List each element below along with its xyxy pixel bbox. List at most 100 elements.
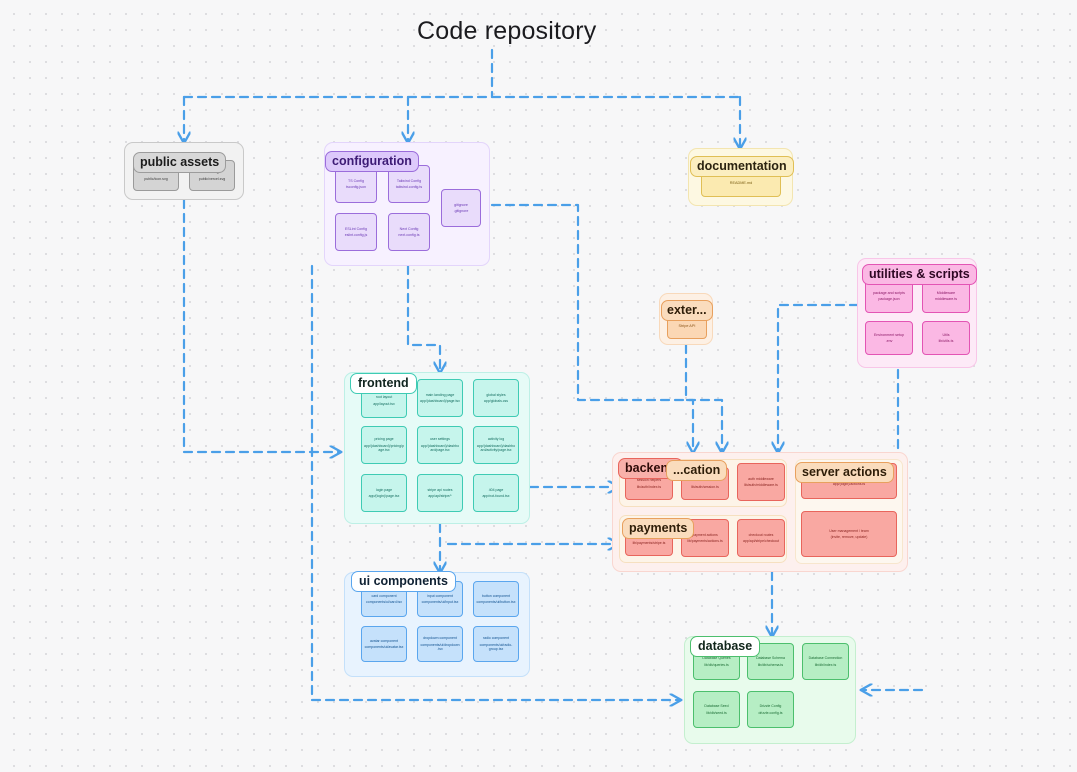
node-login-page[interactable]: login page app/(login)/page.tsx	[361, 474, 407, 512]
group-label-server-actions[interactable]: server actions	[795, 462, 894, 483]
group-label-database[interactable]: database	[690, 636, 761, 657]
node-next-config[interactable]: Next Config next.config.ts	[388, 213, 430, 251]
node-title: Database Connection	[808, 656, 843, 661]
group-label-external[interactable]: exter...	[661, 300, 713, 321]
group-frontend[interactable]: root layout app/layout.tsx main landing …	[344, 372, 530, 524]
node-path: app/globals.css	[483, 399, 509, 403]
node-auth-middleware[interactable]: auth middleware lib/auth/middleware.ts	[737, 463, 785, 501]
node-path: components/ui/card.tsx	[366, 600, 402, 604]
node-title: ESLint Config	[345, 226, 367, 231]
node-path: app/layout.tsx	[373, 401, 395, 406]
node-activity-log[interactable]: activity log app/(dashboard)/dashboard/a…	[473, 426, 519, 464]
node-env[interactable]: Environment setup .env	[865, 321, 913, 355]
node-title: gitignore	[454, 202, 468, 207]
node-path: next.config.ts	[398, 233, 420, 237]
node-title: 404 page	[488, 487, 504, 492]
page-title: Code repository	[417, 17, 597, 45]
node-title: payment actions	[692, 532, 718, 537]
node-title: session helpers	[636, 478, 662, 483]
node-avatar-component[interactable]: avatar component components/ui/avatar.ts…	[361, 626, 407, 662]
node-title: TS Config	[348, 178, 364, 183]
group-label-payments[interactable]: payments	[622, 518, 695, 539]
node-gitignore[interactable]: gitignore .gitignore	[441, 189, 481, 227]
node-path: lib/db/schema.ts	[757, 662, 784, 667]
node-path: drizzle.config.ts	[758, 710, 783, 715]
node-user-settings[interactable]: user settings app/(dashboard)/dashboard/…	[417, 426, 463, 464]
node-title: Environment setup	[874, 332, 904, 337]
node-middleware[interactable]: Middleware middleware.ts	[922, 279, 970, 313]
node-button-component[interactable]: button component components/ui/button.ts…	[473, 581, 519, 617]
node-package-json[interactable]: package and scripts package.json	[865, 279, 913, 313]
node-global-styles[interactable]: global styles app/globals.css	[473, 379, 519, 417]
node-db-seed[interactable]: Database Seed lib/db/seed.ts	[693, 691, 740, 728]
node-title: Database Queries	[702, 656, 731, 661]
node-path: components/ui/dropdown.tsx	[420, 642, 460, 652]
node-path: app/(dashboard)/pricing/page.tsx	[364, 443, 404, 453]
node-path: lib/utils.ts	[938, 339, 954, 343]
node-path: components/ui/radio-group.tsx	[479, 642, 513, 652]
node-path: lib/payments/actions.ts	[687, 539, 723, 543]
node-title: checkout routes	[748, 532, 774, 537]
node-title: Drizzle Config	[759, 704, 782, 709]
node-user-management[interactable]: User management / team (invite, remove, …	[801, 511, 897, 557]
node-title: Database Seed	[704, 704, 729, 709]
node-title: activity log	[487, 437, 505, 442]
node-path: tailwind.config.ts	[395, 185, 423, 189]
node-eslint-config[interactable]: ESLint Config eslint.config.js	[335, 213, 377, 251]
node-path: lib/auth/session.ts	[691, 484, 719, 489]
node-path: app/api/stripe/*	[428, 494, 452, 498]
node-title: card component	[371, 593, 397, 598]
node-path: README.md	[729, 180, 753, 185]
node-404-page[interactable]: 404 page app/not-found.tsx	[473, 474, 519, 512]
node-title: Next Config	[399, 226, 419, 231]
node-utils[interactable]: Utils lib/utils.ts	[922, 321, 970, 355]
node-checkout-routes[interactable]: checkout routes app/api/stripe/checkout	[737, 519, 785, 557]
node-title: radio component	[482, 636, 510, 641]
node-path: lib/auth/middleware.ts	[744, 483, 778, 487]
node-landing-page[interactable]: main landing page app/(dashboard)/page.t…	[417, 379, 463, 417]
node-path: lib/db/queries.ts	[704, 662, 729, 667]
group-label-public-assets[interactable]: public assets	[133, 152, 227, 173]
node-path: public/icon.svg	[144, 176, 168, 181]
node-title: global styles	[486, 392, 506, 397]
node-path: .gitignore	[453, 209, 469, 213]
node-title: User management / team	[829, 528, 869, 533]
node-db-connection[interactable]: Database Connection lib/db/index.ts	[802, 643, 849, 680]
group-label-documentation[interactable]: documentation	[690, 156, 794, 177]
node-title: Database Schema	[756, 656, 785, 661]
node-path: (invite, remove, update)	[830, 535, 868, 539]
node-title: button component	[481, 593, 511, 598]
node-stripe-routes[interactable]: stripe api routes app/api/stripe/*	[417, 474, 463, 512]
node-path: components/ui/input.tsx	[421, 600, 459, 604]
node-path: Stripe API	[678, 324, 696, 329]
node-path: app/(login)/page.tsx	[368, 494, 400, 498]
node-path: eslint.config.js	[344, 233, 368, 237]
group-label-utilities[interactable]: utilities & scripts	[862, 264, 977, 285]
group-label-configuration[interactable]: configuration	[325, 151, 419, 172]
node-title: root layout	[375, 395, 393, 400]
group-label-ui-components[interactable]: ui components	[351, 571, 456, 592]
node-path: lib/db/seed.ts	[706, 710, 727, 715]
node-path: components/ui/avatar.tsx	[364, 645, 404, 649]
node-path: .env	[885, 339, 893, 343]
node-path: public/vercel.svg	[198, 176, 226, 181]
node-dropdown-component[interactable]: dropdown component components/ui/dropdow…	[417, 626, 463, 662]
node-path: app/api/stripe/checkout	[743, 539, 779, 543]
node-drizzle-config[interactable]: Drizzle Config drizzle.config.ts	[747, 691, 794, 728]
node-path: app/(dashboard)/dashboard/activity/page.…	[476, 443, 516, 453]
node-title: Middleware	[936, 290, 956, 295]
node-path: lib/auth/index.ts	[636, 484, 662, 489]
node-title: package and scripts	[873, 290, 905, 295]
node-path: components/ui/button.tsx	[476, 600, 516, 604]
node-title: stripe api routes	[427, 487, 453, 492]
node-radio-component[interactable]: radio component components/ui/radio-grou…	[473, 626, 519, 662]
node-title: auth middleware	[748, 476, 774, 481]
node-title: avatar component	[369, 638, 399, 643]
group-label-authentication[interactable]: ...cation	[666, 460, 728, 481]
node-title: dropdown component	[423, 636, 457, 641]
node-pricing-page[interactable]: pricing page app/(dashboard)/pricing/pag…	[361, 426, 407, 464]
group-label-frontend[interactable]: frontend	[350, 373, 417, 394]
node-title: input component	[427, 593, 453, 598]
